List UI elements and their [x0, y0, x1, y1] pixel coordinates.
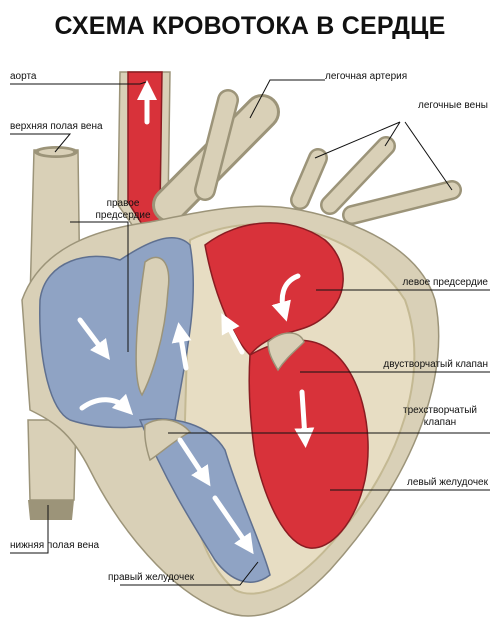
right-atrium-shape	[39, 237, 195, 429]
label-right-atrium-line1: правое	[106, 198, 140, 209]
pulmonary-veins-shape	[290, 136, 462, 225]
label-left-atrium: левое предсердие	[402, 277, 488, 288]
label-right-atrium: правое предсердие	[78, 198, 168, 222]
tricuspid-valve-shape	[144, 418, 192, 462]
label-left-ventricle: левый желудочек	[406, 477, 488, 488]
label-tricuspid-valve-line2: клапан	[423, 417, 457, 428]
page-title: СХЕМА КРОВОТОКА В СЕРДЦЕ	[54, 12, 446, 40]
label-tricuspid-valve: трехстворчатый клапан	[390, 405, 490, 429]
label-right-atrium-line2: предсердие	[95, 210, 151, 221]
label-right-ventricle: правый желудочек	[108, 572, 195, 583]
flow-arrows	[77, 80, 315, 555]
bicuspid-valve-shape	[267, 332, 305, 372]
label-inferior-vena-cava: нижняя полая вена	[10, 540, 100, 551]
label-aorta: аорта	[10, 71, 37, 82]
pulmonary-artery-shape	[152, 89, 280, 223]
interatrial-septum	[135, 256, 170, 397]
label-superior-vena-cava: верхняя полая вена	[10, 121, 103, 132]
label-pulmonary-veins: легочные вены	[418, 100, 488, 111]
callout-lines	[10, 79, 490, 586]
label-bicuspid-valve: двустворчатый клапан	[383, 359, 488, 370]
label-tricuspid-valve-line1: трехстворчатый	[403, 405, 477, 416]
label-pulmonary-artery: легочная артерия	[325, 71, 408, 82]
